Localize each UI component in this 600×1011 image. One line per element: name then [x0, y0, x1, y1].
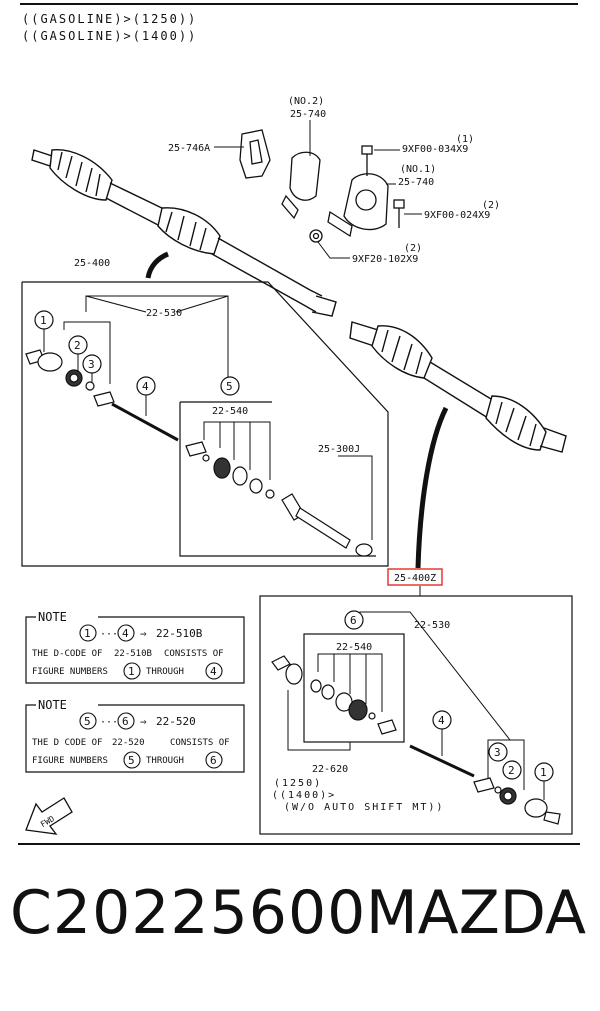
item-4: 4: [142, 380, 149, 393]
callout-2b: (2): [404, 243, 422, 254]
callout-bolt2: 9XF00-024X9: [424, 210, 490, 221]
part-number: C20225600: [10, 878, 367, 948]
note-box-2: NOTE 5 ··· 6 ⇒ 22-520 THE D CODE OF 22-5…: [25, 698, 245, 773]
note-2-arrow: ⇒: [140, 715, 147, 728]
note-2-from: 5: [84, 715, 91, 728]
note-1-title: NOTE: [38, 610, 67, 624]
callout-no2: (NO.2): [288, 96, 324, 107]
item-6: 6: [350, 614, 357, 627]
condition-line-2: ((1400)>: [272, 790, 336, 801]
note-1-line-a: THE D-CODE OF: [32, 649, 102, 659]
note-1-arrow: ⇒: [140, 627, 147, 640]
condition-line-3: (W/O AUTO SHIFT MT)): [284, 802, 444, 813]
note-1-from: 1: [84, 627, 91, 640]
item-5: 5: [226, 380, 233, 393]
callout-22540-a: 22-540: [212, 406, 248, 417]
drive-shaft-assembly: [31, 149, 567, 453]
note-2-line-c: CONSISTS OF: [170, 738, 230, 748]
pointer-curve-right: [415, 406, 449, 569]
callout-22620: 22-620: [312, 764, 348, 775]
pointer-curve-left: [145, 251, 170, 279]
item-2: 2: [74, 339, 81, 352]
fwd-arrow-icon: FWD: [25, 797, 73, 835]
note-1-to: 4: [122, 627, 129, 640]
item-3-b: 3: [494, 746, 501, 759]
item-3: 3: [88, 358, 95, 371]
note-2-line-d: FIGURE NUMBERS: [32, 756, 108, 766]
callout-no1: (NO.1): [400, 164, 436, 175]
note-2-code: 22-520: [156, 715, 196, 728]
brand-name: MAZDA: [365, 878, 586, 948]
callout-2a: (2): [482, 200, 500, 211]
callout-1a: (1): [456, 134, 474, 145]
right-exploded-box: 22-530 6 22-540 22-620 (1250) ((1: [259, 595, 573, 835]
note-1-line-b: 22-510B: [114, 649, 152, 659]
top-callouts: (NO.2) 25-740 25-746A (1) 9XF00-034X9 (N…: [168, 96, 500, 265]
note-1-num-a: 1: [128, 665, 135, 678]
leader: [317, 241, 350, 259]
note-2-num-b: 6: [210, 754, 217, 767]
callout-22530-b: 22-530: [414, 620, 450, 631]
callout-22540-b: 22-540: [336, 642, 372, 653]
note-1-line-d: FIGURE NUMBERS: [32, 667, 108, 677]
note-2-line-a: THE D CODE OF: [32, 738, 102, 748]
footer: C20225600 MAZDA: [0, 878, 600, 988]
item-1-b: 1: [540, 766, 547, 779]
note-2-to: 6: [122, 715, 129, 728]
condition-line-1: (1250): [274, 778, 322, 789]
note-1-line-c: CONSISTS OF: [164, 649, 224, 659]
left-exploded-box: 25-400 22-530 1 2 3 4 5: [21, 258, 389, 567]
callout-25400: 25-400: [74, 258, 110, 269]
header-line-1: ((GASOLINE)>(1250)): [22, 12, 197, 26]
note-2-title: NOTE: [38, 698, 67, 712]
callout-25740-a: 25-740: [290, 109, 326, 120]
note-1-code: 22-510B: [156, 627, 203, 640]
note-2-dots: ···: [100, 717, 118, 728]
callout-25740-b: 25-740: [398, 177, 434, 188]
callout-25300j: 25-300J: [318, 444, 360, 455]
item-2-b: 2: [508, 764, 515, 777]
bearing-bracket-group: [239, 129, 405, 243]
callout-bolt1: 9XF00-034X9: [402, 144, 468, 155]
header-line-2: ((GASOLINE)>(1400)): [22, 29, 197, 43]
note-1-num-b: 4: [210, 665, 217, 678]
note-box-1: NOTE 1 ··· 4 ⇒ 22-510B THE D-CODE OF 22-…: [25, 610, 245, 684]
note-1-dots: ···: [100, 629, 118, 640]
callout-22530-a: 22-530: [146, 308, 182, 319]
callout-nut: 9XF20-102X9: [352, 254, 418, 265]
note-2-line-b: 22-520: [112, 738, 145, 748]
callout-25400z: 25-400Z: [394, 573, 436, 584]
highlight-box: [387, 568, 443, 586]
note-1-line-e: THROUGH: [146, 667, 184, 677]
diagram-canvas: ((GASOLINE)>(1250)) ((GASOLINE)>(1400)): [18, 3, 580, 845]
item-1: 1: [40, 314, 47, 327]
note-2-num-a: 5: [128, 754, 135, 767]
note-2-line-e: THROUGH: [146, 756, 184, 766]
callout-25746a: 25-746A: [168, 143, 210, 154]
item-4-b: 4: [438, 714, 445, 727]
